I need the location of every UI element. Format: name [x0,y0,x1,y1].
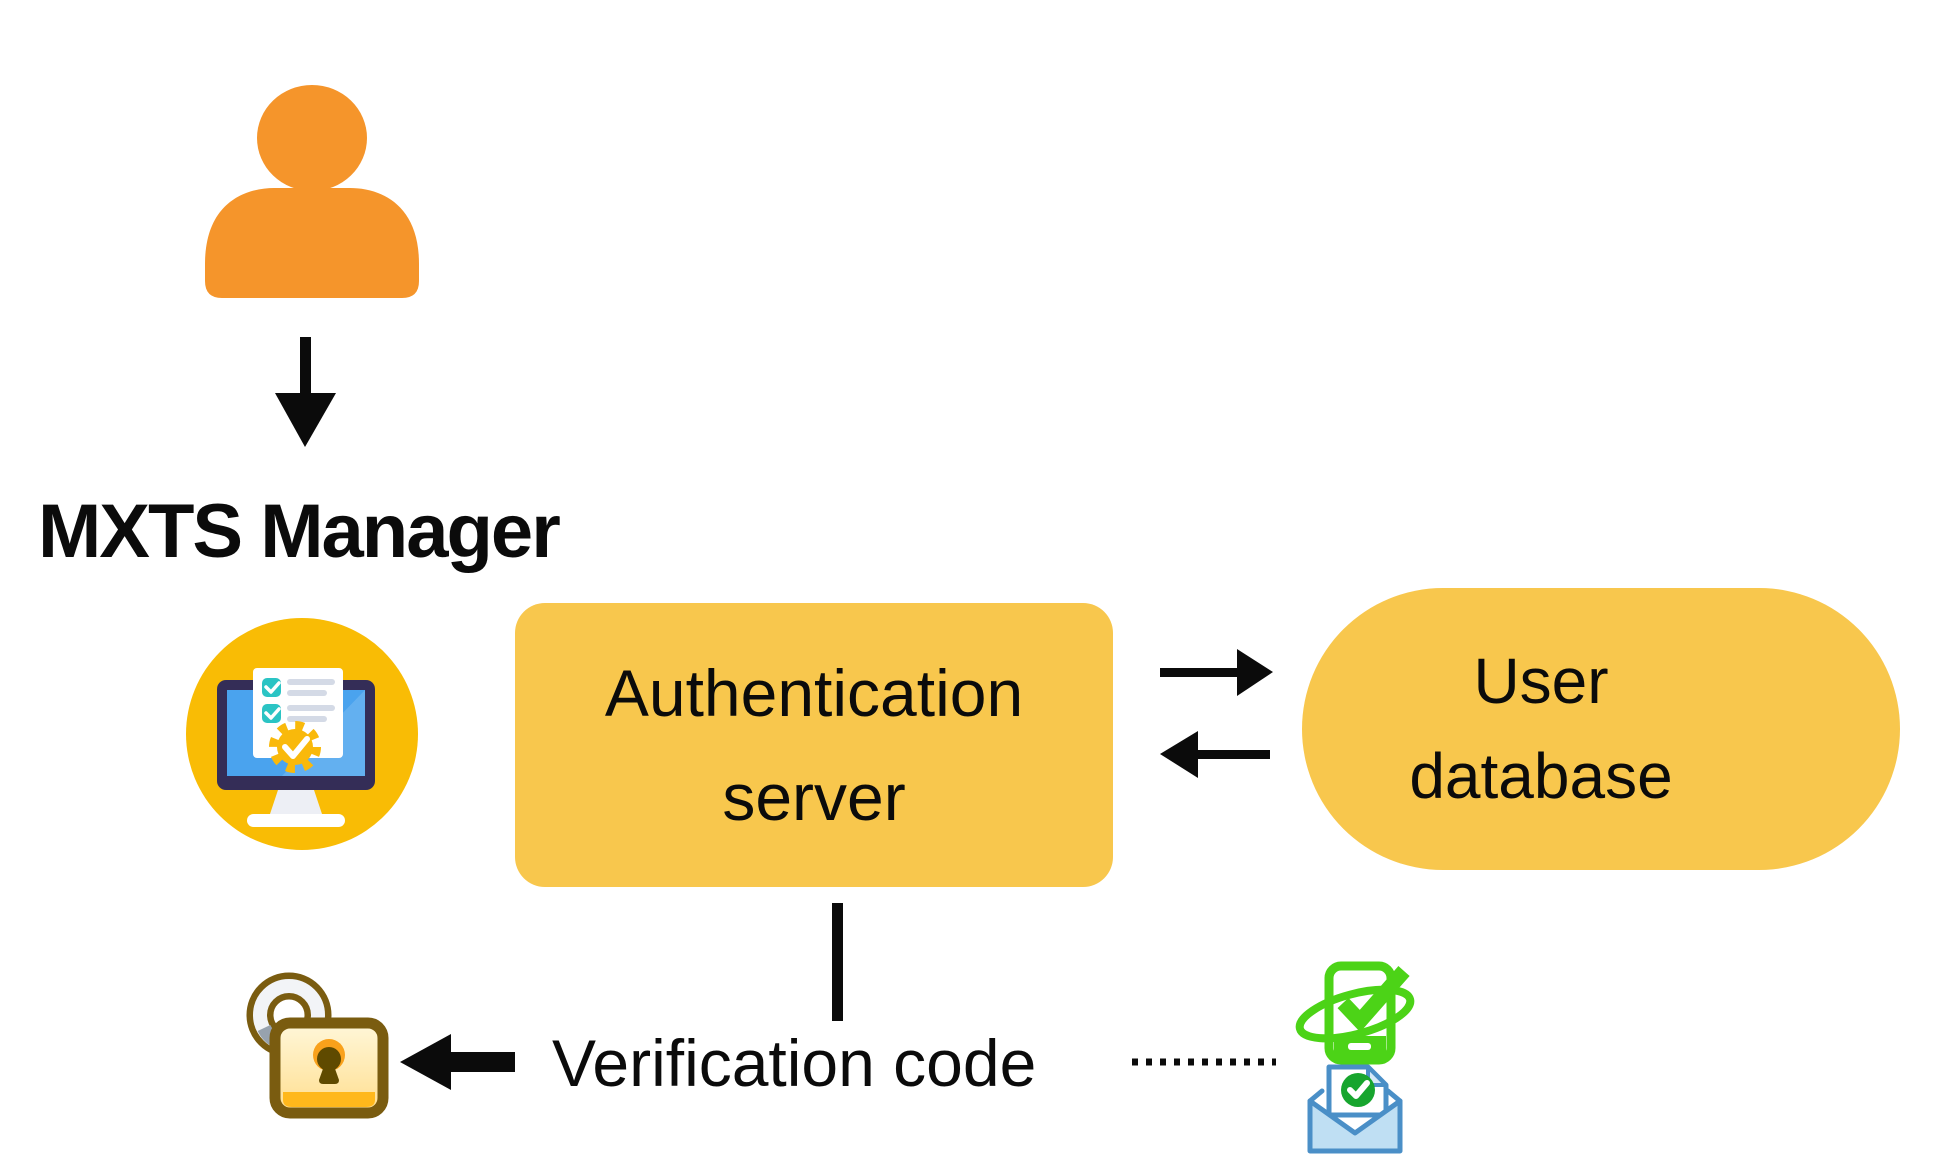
line-auth-to-code [832,903,843,1021]
user-database-label-line1: User [1473,645,1609,718]
monitor-checklist-gear-icon [186,618,418,850]
arrow-auth-to-db [1160,649,1273,696]
envelope-checkmark-icon [1307,1064,1403,1154]
auth-server-label-line2: server [722,760,906,834]
verification-code-label: Verification code [552,1026,1037,1100]
arrow-db-to-auth [1160,731,1270,778]
dotted-line-code-to-channels [1132,1058,1276,1066]
open-padlock-icon [246,972,389,1119]
arrow-code-to-lock [400,1034,515,1090]
user-silhouette-icon [205,85,419,298]
phone-checkmark-orbit-icon [1295,961,1415,1065]
auth-server-label-line1: Authentication [604,655,1024,730]
arrow-user-to-manager [275,337,336,447]
gear-check-icon [269,721,321,773]
node-authentication-server: Authentication server [515,603,1113,887]
actor-label: MXTS Manager [38,489,561,574]
user-database-label-line2: database [1409,740,1673,812]
node-user-database: User database [1302,588,1900,870]
